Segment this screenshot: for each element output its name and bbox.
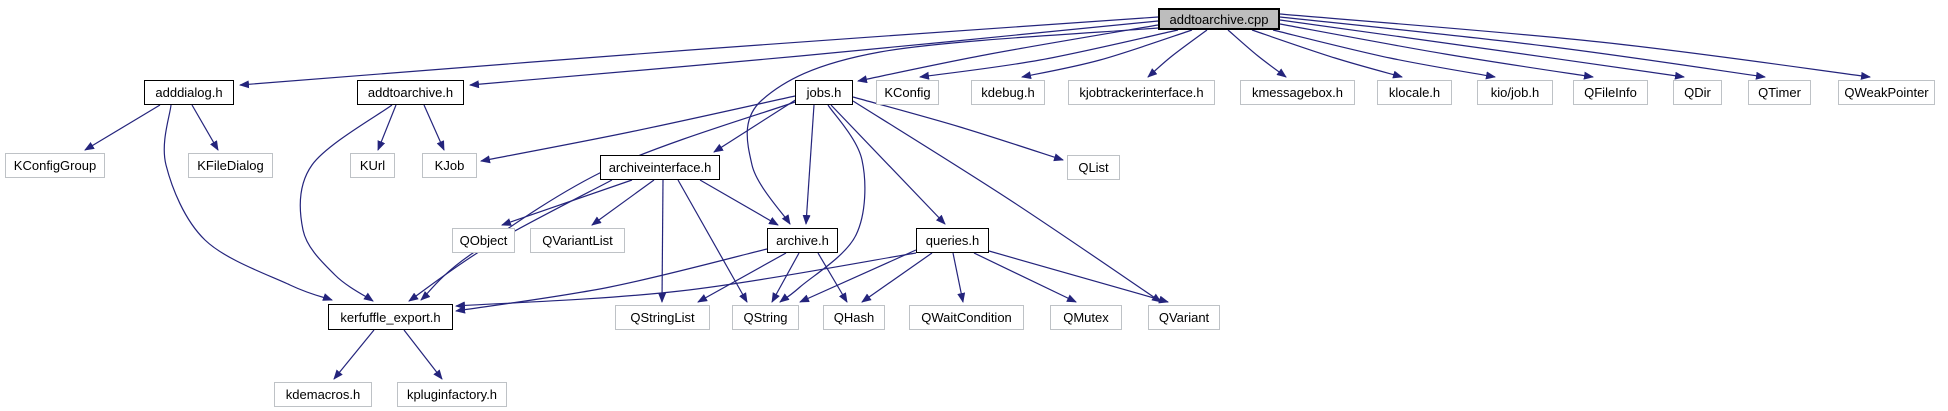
edge-jobs-to-archiveinterface <box>713 98 798 153</box>
edge-jobs-to-kjob <box>480 95 796 164</box>
edge-jobs-to-qstring <box>779 104 866 303</box>
node-kdemacros: kdemacros.h <box>274 382 372 407</box>
node-qfileinfo: QFileInfo <box>1573 80 1648 105</box>
edge-root-to-kjobtracker <box>1147 29 1208 78</box>
edge-root-to-kmessagebox <box>1227 29 1287 78</box>
edge-queries-to-qvariant <box>988 250 1169 304</box>
node-kjobtracker: kjobtrackerinterface.h <box>1068 80 1215 105</box>
edge-root-to-kconfig <box>919 29 1179 80</box>
node-qstring: QString <box>732 305 799 330</box>
edge-addtoarchive_h-to-kjob <box>423 104 445 151</box>
edge-addtoarchive_h-to-kurl <box>377 104 397 151</box>
node-archiveinterface[interactable]: archiveinterface.h <box>600 155 720 180</box>
node-kerfuffle[interactable]: kerfuffle_export.h <box>328 304 453 330</box>
edge-root-to-qfileinfo <box>1279 23 1594 80</box>
node-qvariant: QVariant <box>1148 305 1220 330</box>
edge-root-to-archive <box>746 27 1159 225</box>
node-qvariantlist: QVariantList <box>530 228 625 253</box>
edge-adddialog-to-kerfuffle <box>163 104 333 301</box>
edge-root-to-klocale <box>1251 29 1403 79</box>
node-jobs[interactable]: jobs.h <box>795 80 853 105</box>
node-archive[interactable]: archive.h <box>767 228 838 253</box>
edge-jobs-to-kerfuffle <box>420 101 796 301</box>
edge-root-to-adddialog <box>239 16 1159 89</box>
edge-archiveinterface-to-archive <box>699 179 779 226</box>
edge-queries-to-qhash <box>861 252 933 303</box>
node-qdir: QDir <box>1673 80 1722 105</box>
edge-jobs-to-qvariant <box>852 100 1162 303</box>
edge-root-to-qweakpointer <box>1279 13 1871 80</box>
edge-kerfuffle-to-kdemacros <box>333 329 375 380</box>
node-qstringlist: QStringList <box>615 305 710 330</box>
node-qobject: QObject <box>452 228 515 253</box>
edge-root-to-kiojob <box>1272 29 1496 80</box>
node-root: addtoarchive.cpp <box>1158 8 1280 30</box>
node-kiojob: kio/job.h <box>1477 80 1553 105</box>
node-kmessagebox: kmessagebox.h <box>1240 80 1355 105</box>
node-addtoarchive_h[interactable]: addtoarchive.h <box>357 80 464 105</box>
node-qmutex: QMutex <box>1050 305 1122 330</box>
edge-adddialog-to-kfiledialog <box>191 104 219 151</box>
edge-root-to-qdir <box>1279 19 1685 80</box>
edge-archive-to-qhash <box>817 252 848 303</box>
node-kfiledialog: KFileDialog <box>188 153 273 178</box>
edge-root-to-jobs <box>857 24 1159 84</box>
edge-jobs-to-archive <box>802 104 815 225</box>
node-kjob: KJob <box>422 153 477 178</box>
node-adddialog[interactable]: adddialog.h <box>144 80 234 105</box>
node-kurl: KUrl <box>350 153 395 178</box>
edge-root-to-qtimer <box>1279 16 1766 80</box>
edge-archive-to-qstring <box>771 252 800 303</box>
node-kpluginfactory: kpluginfactory.h <box>397 382 507 407</box>
edge-archiveinterface-to-qvariantlist <box>591 179 655 226</box>
node-qtimer: QTimer <box>1748 80 1811 105</box>
edge-archiveinterface-to-qobject <box>501 179 633 226</box>
node-kconfig: KConfig <box>876 80 939 105</box>
node-qwaitcondition: QWaitCondition <box>909 305 1024 330</box>
edge-archive-to-kerfuffle <box>455 248 768 314</box>
node-klocale: klocale.h <box>1377 80 1452 105</box>
edge-queries-to-kerfuffle <box>455 252 917 310</box>
edge-archiveinterface-to-qstringlist <box>658 179 667 303</box>
edge-jobs-to-queries <box>830 104 946 225</box>
edge-queries-to-qstring <box>799 249 917 303</box>
edge-queries-to-qmutex <box>973 252 1077 303</box>
node-qhash: QHash <box>823 305 885 330</box>
node-queries[interactable]: queries.h <box>916 228 989 253</box>
edge-root-to-kdebug <box>1021 29 1193 80</box>
node-qweakpointer: QWeakPointer <box>1838 80 1935 105</box>
node-kdebug: kdebug.h <box>971 80 1045 105</box>
edge-jobs-to-qlist <box>852 96 1064 162</box>
edge-addtoarchive_h-to-kerfuffle <box>299 104 393 302</box>
edge-queries-to-qwaitcondition <box>952 252 966 303</box>
node-kconfiggroup: KConfigGroup <box>5 153 105 178</box>
edge-root-to-addtoarchive_h <box>469 20 1159 89</box>
node-qlist: QList <box>1067 155 1120 180</box>
edge-archive-to-qstringlist <box>697 252 787 303</box>
edge-kerfuffle-to-kpluginfactory <box>403 329 443 380</box>
edge-adddialog-to-kconfiggroup <box>84 104 161 151</box>
